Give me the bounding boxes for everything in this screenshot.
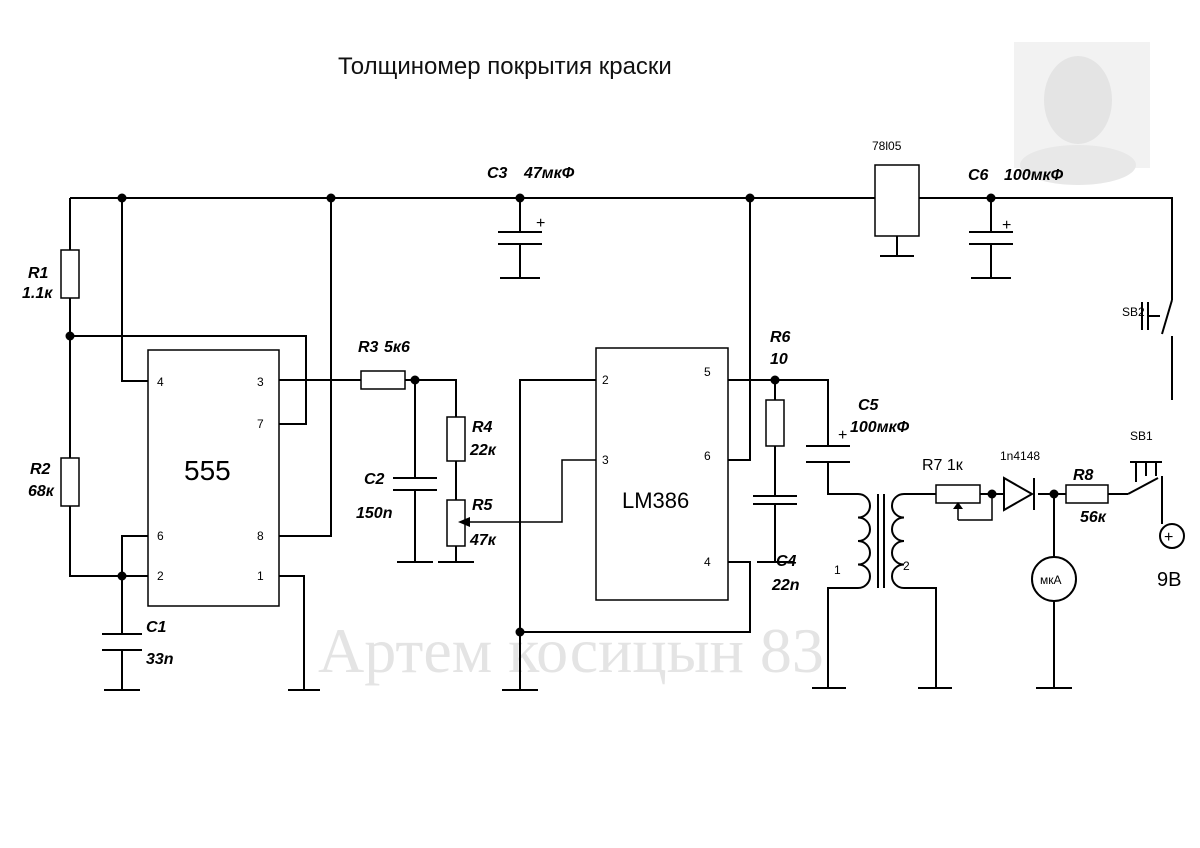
junction-dots xyxy=(65,193,1059,637)
svg-text:47к: 47к xyxy=(469,532,497,549)
svg-text:5к6: 5к6 xyxy=(384,339,410,356)
resistor-r3: R3 5к6 xyxy=(358,339,410,390)
svg-text:SB2: SB2 xyxy=(1122,305,1145,319)
svg-text:2: 2 xyxy=(602,373,609,387)
potentiometer-r7: R7 1к xyxy=(922,457,993,521)
svg-text:2: 2 xyxy=(157,569,164,583)
svg-text:7: 7 xyxy=(257,417,264,431)
svg-text:R8: R8 xyxy=(1073,467,1094,484)
switch-sb1: SB1 xyxy=(1127,429,1163,495)
svg-text:1: 1 xyxy=(834,563,841,577)
svg-text:2: 2 xyxy=(903,559,910,573)
svg-text:R5: R5 xyxy=(472,497,494,514)
svg-text:C2: C2 xyxy=(364,471,385,488)
diagram-title: Толщиномер покрытия краски xyxy=(338,53,672,80)
resistor-r4: R4 22к xyxy=(446,416,497,462)
resistor-r2: R2 68к xyxy=(28,457,80,507)
ic-lm386: LM386 2 5 3 6 4 xyxy=(595,347,729,601)
svg-text:8: 8 xyxy=(257,529,264,543)
svg-text:100мкФ: 100мкФ xyxy=(850,419,910,436)
svg-text:1: 1 xyxy=(257,569,264,583)
svg-text:R3: R3 xyxy=(358,339,379,356)
ic-555: 555 4 3 7 6 8 2 1 xyxy=(147,349,280,607)
svg-text:3: 3 xyxy=(602,453,609,467)
svg-text:6: 6 xyxy=(157,529,164,543)
svg-text:SB1: SB1 xyxy=(1130,429,1153,443)
svg-text:C3: C3 xyxy=(487,165,508,182)
svg-text:C1: C1 xyxy=(146,619,167,636)
svg-text:C6: C6 xyxy=(968,167,989,184)
capacitor-c1: C1 33n xyxy=(102,619,174,668)
svg-text:78l05: 78l05 xyxy=(872,139,902,153)
svg-text:47мкФ: 47мкФ xyxy=(523,165,575,182)
capacitor-c5: + C5 100мкФ xyxy=(806,397,910,463)
svg-text:+: + xyxy=(536,215,545,232)
svg-text:22n: 22n xyxy=(771,577,800,594)
svg-text:1n4148: 1n4148 xyxy=(1000,449,1040,463)
svg-text:1.1к: 1.1к xyxy=(22,285,53,302)
svg-text:10: 10 xyxy=(770,351,788,368)
resistor-r8: R8 56к xyxy=(1065,467,1109,526)
svg-text:56к: 56к xyxy=(1080,509,1107,526)
svg-text:68к: 68к xyxy=(28,483,55,500)
capacitor-c3: + C3 47мкФ xyxy=(487,165,575,245)
svg-text:555: 555 xyxy=(184,455,231,486)
battery-terminal: + 9В xyxy=(1157,523,1185,591)
svg-text:+: + xyxy=(1164,529,1173,546)
capacitor-c2: C2 150n xyxy=(356,471,437,522)
potentiometer-r5: R5 47к xyxy=(446,497,497,549)
svg-text:4: 4 xyxy=(704,555,711,569)
switch-sb2: SB2 xyxy=(1122,299,1173,335)
svg-text:6: 6 xyxy=(704,449,711,463)
svg-text:3: 3 xyxy=(257,375,264,389)
svg-text:R4: R4 xyxy=(472,419,493,436)
svg-text:R6: R6 xyxy=(770,329,791,346)
svg-text:R1: R1 xyxy=(28,265,49,282)
watermark-text: Артем косицын 83 xyxy=(318,615,824,686)
svg-text:R2: R2 xyxy=(30,461,51,478)
svg-text:C5: C5 xyxy=(858,397,880,414)
svg-text:33n: 33n xyxy=(146,651,174,668)
svg-text:5: 5 xyxy=(704,365,711,379)
svg-text:150n: 150n xyxy=(356,505,393,522)
diode-1n4148: 1n4148 xyxy=(1000,449,1040,512)
svg-text:4: 4 xyxy=(157,375,164,389)
svg-text:R7 1к: R7 1к xyxy=(922,457,964,474)
svg-text:+: + xyxy=(1002,217,1011,234)
svg-text:22к: 22к xyxy=(469,442,497,459)
transformer: 1 2 xyxy=(834,493,910,589)
svg-text:100мкФ: 100мкФ xyxy=(1004,167,1064,184)
author-photo xyxy=(1014,42,1150,185)
wires xyxy=(69,197,1173,691)
svg-text:C4: C4 xyxy=(776,553,797,570)
capacitor-c6: + C6 100мкФ xyxy=(968,167,1064,245)
microammeter: мкА xyxy=(1031,556,1077,602)
resistor-r6: R6 10 xyxy=(765,329,791,447)
capacitor-c4: C4 22n xyxy=(753,495,800,594)
svg-text:мкА: мкА xyxy=(1040,573,1062,587)
svg-text:9В: 9В xyxy=(1157,569,1181,591)
voltage-regulator-78l05: 78l05 xyxy=(872,139,920,237)
svg-text:+: + xyxy=(838,427,847,444)
resistor-r1: R1 1.1к xyxy=(22,249,80,302)
svg-text:LM386: LM386 xyxy=(622,488,689,513)
